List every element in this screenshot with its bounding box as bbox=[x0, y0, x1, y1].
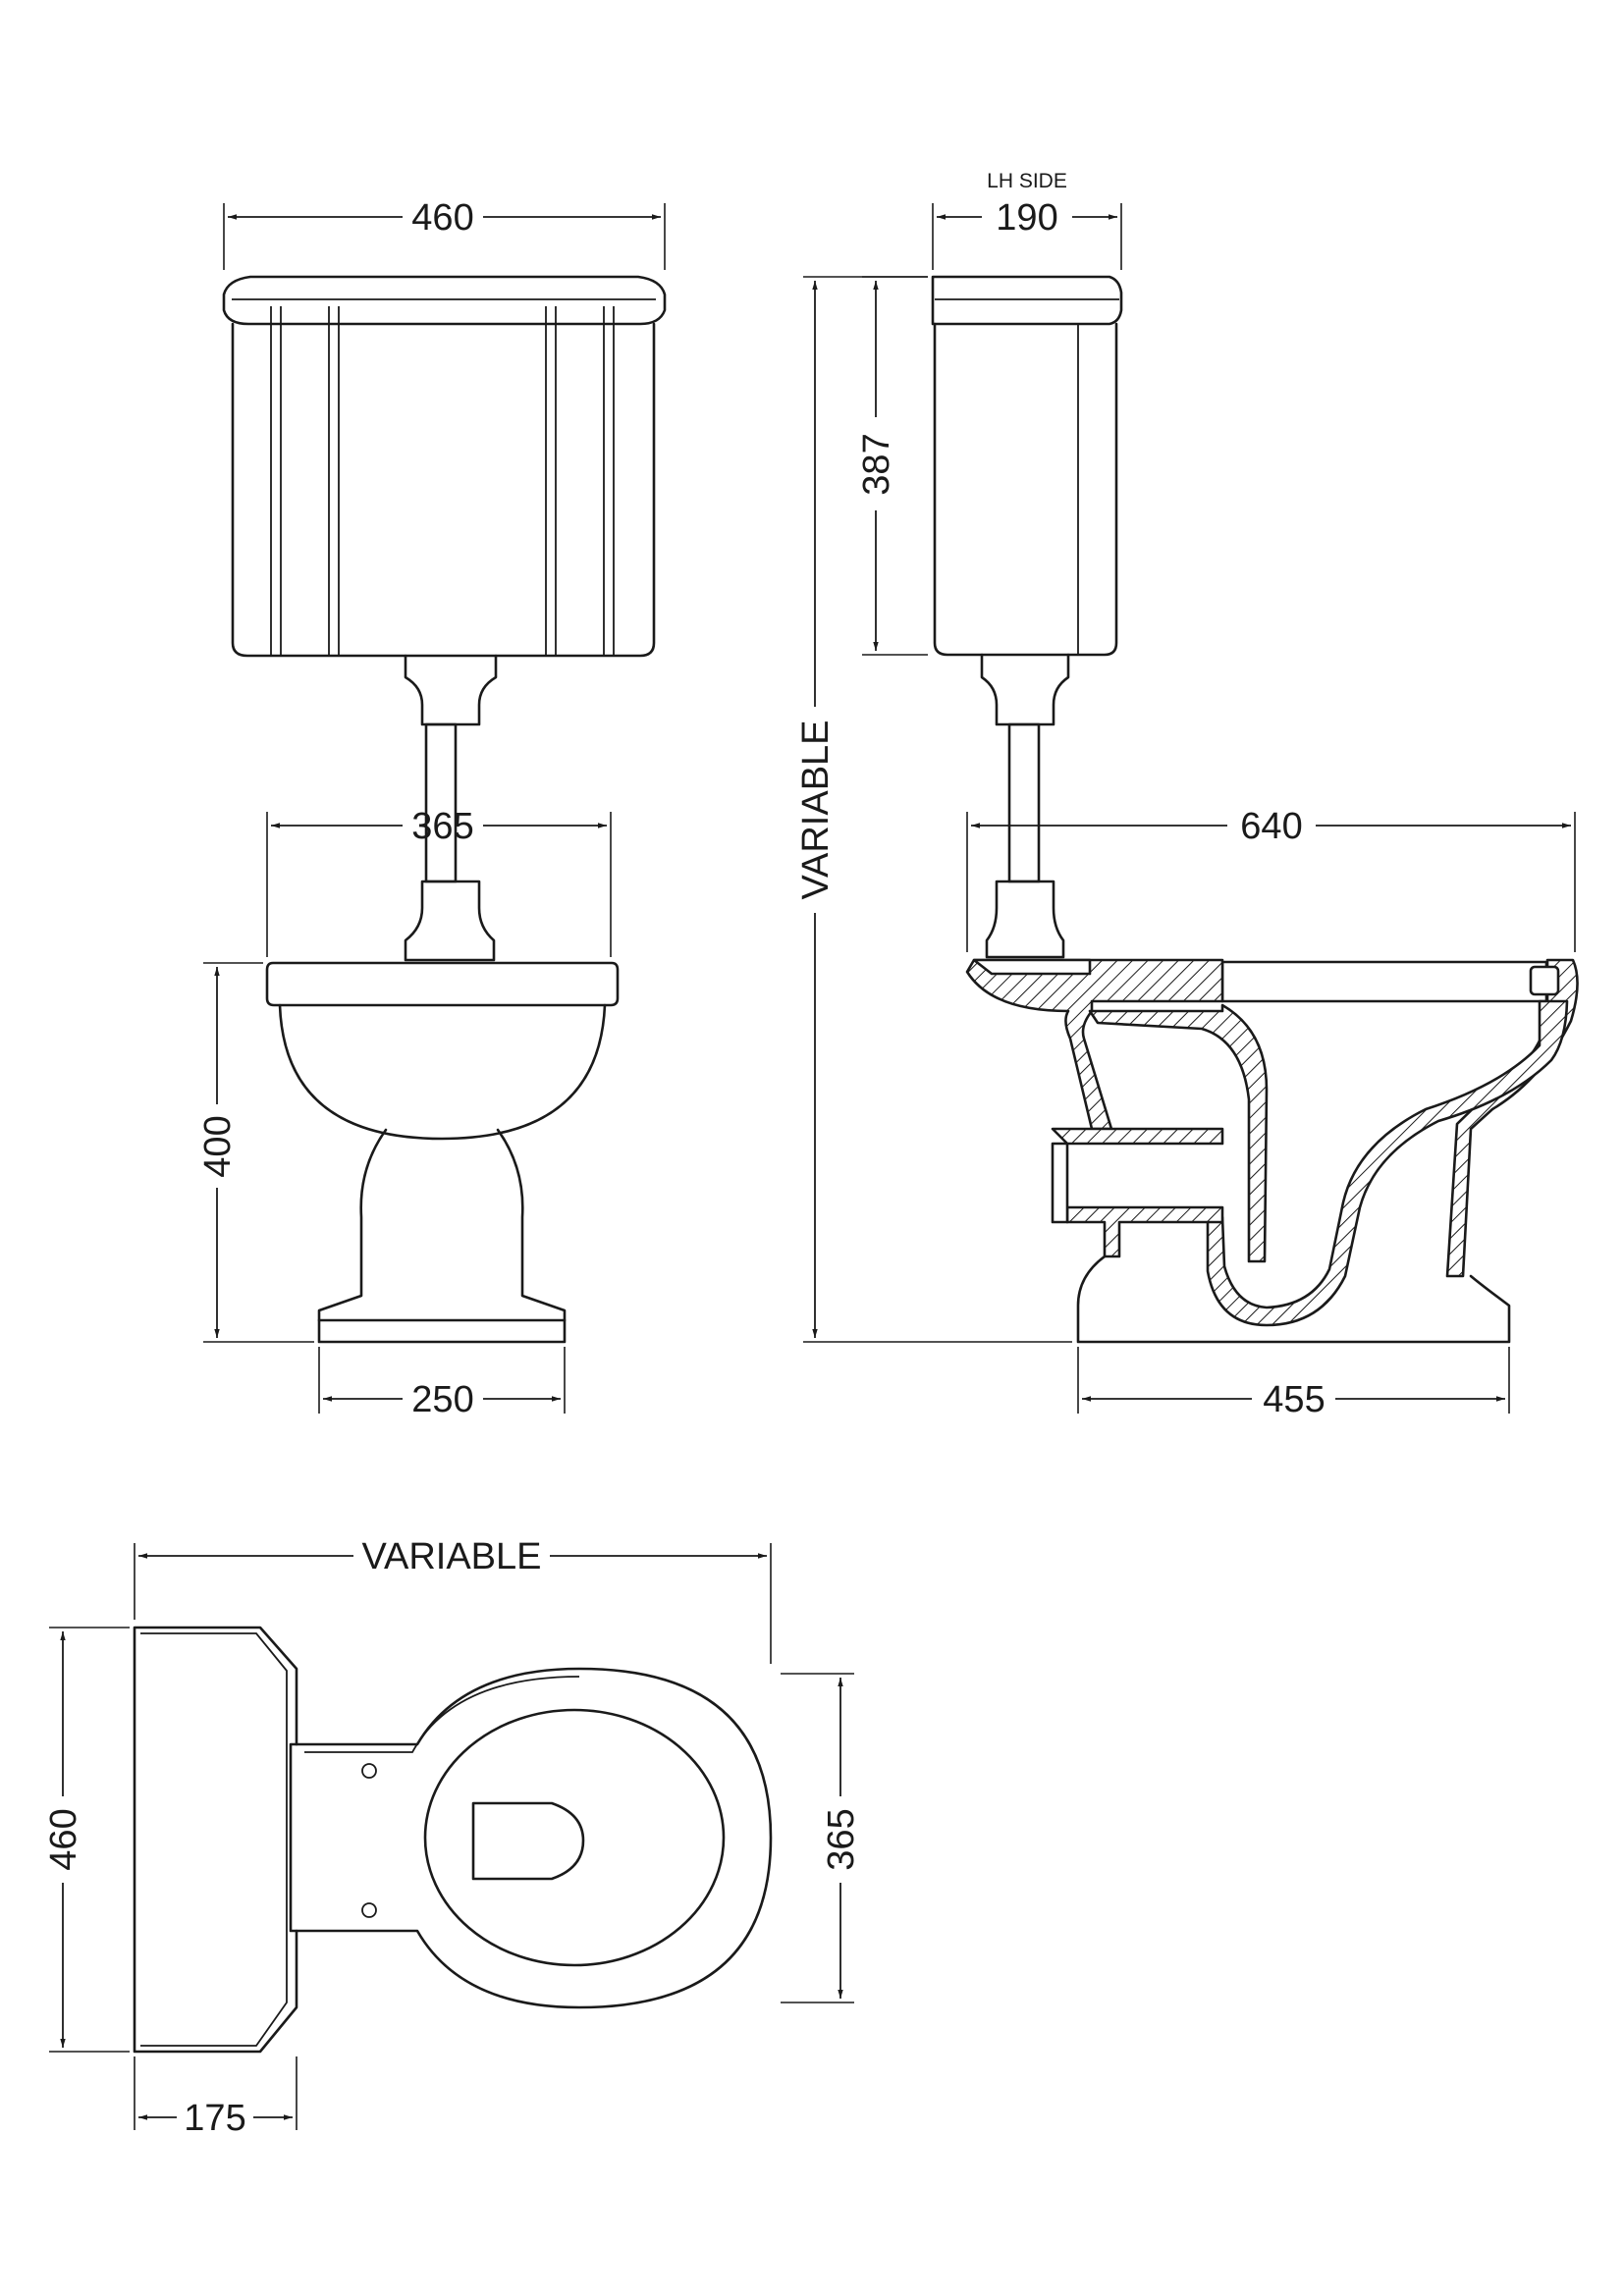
label-plan-cistern-depth: 175 bbox=[184, 2098, 245, 2139]
label-front-cistern-width: 460 bbox=[411, 197, 473, 239]
label-plan-pan-width: 365 bbox=[821, 1808, 862, 1870]
front-elevation bbox=[222, 275, 667, 1344]
front-cistern bbox=[222, 275, 667, 658]
dimension-labels: 460 LH SIDE 190 387 VARIABLE 365 640 400… bbox=[43, 170, 1325, 2139]
dimension-lines bbox=[49, 203, 1576, 2130]
label-overall-height: VARIABLE bbox=[795, 720, 837, 899]
side-elevation bbox=[931, 275, 1579, 1344]
label-pan-width: 365 bbox=[411, 806, 473, 847]
label-plan-overall-length: VARIABLE bbox=[361, 1536, 541, 1577]
label-pan-projection: 640 bbox=[1240, 806, 1302, 847]
label-plan-cistern-width: 460 bbox=[43, 1808, 84, 1870]
label-cistern-height: 387 bbox=[856, 433, 897, 495]
plan-view bbox=[133, 1626, 773, 2054]
side-pan-section bbox=[965, 958, 1579, 1344]
label-front-base-width: 250 bbox=[411, 1379, 473, 1420]
front-pan bbox=[265, 961, 620, 1344]
label-pan-height: 400 bbox=[197, 1115, 239, 1177]
label-side-cistern-depth: 190 bbox=[996, 197, 1057, 239]
label-side-base-depth: 455 bbox=[1263, 1379, 1325, 1420]
label-lh-side: LH SIDE bbox=[987, 170, 1067, 192]
front-flush-pipe bbox=[404, 654, 498, 962]
side-flush-pipe bbox=[980, 653, 1070, 959]
side-cistern bbox=[931, 275, 1123, 657]
